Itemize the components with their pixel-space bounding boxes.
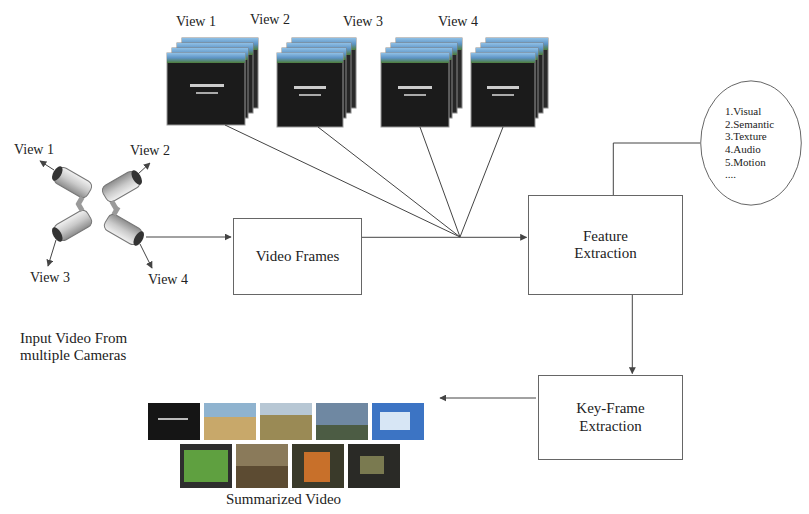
camera-cluster xyxy=(45,164,150,249)
output-caption: Summarized Video xyxy=(226,491,366,508)
frame-stack xyxy=(381,38,462,127)
node-content: Feature Extraction xyxy=(529,196,682,294)
box-label: Key-Frame Extraction xyxy=(561,400,660,435)
view-label: View 2 xyxy=(130,143,190,158)
feature-list-ellipse: 1.Visual2.Semantic3.Texture4.Audio5.Moti… xyxy=(700,80,802,206)
node-content: Video Frames xyxy=(234,219,361,294)
connector xyxy=(632,295,633,374)
summary-thumbnails xyxy=(148,403,424,488)
view-pointer xyxy=(40,161,152,268)
ellipse-shape xyxy=(701,81,802,205)
box-label: Video Frames xyxy=(256,248,340,265)
process-box: Video Frames xyxy=(233,218,362,295)
list-item: 2.Semantic xyxy=(725,118,777,131)
list-item: 4.Audio xyxy=(725,143,777,156)
node-content: Key-Frame Extraction xyxy=(539,376,682,459)
connector xyxy=(613,143,700,195)
view-label: View 3 xyxy=(30,270,90,285)
box-label: Feature Extraction xyxy=(553,228,658,263)
frame-stack xyxy=(471,38,548,127)
process-box: Feature Extraction xyxy=(528,195,683,295)
view-label: View 1 xyxy=(176,14,236,29)
output-arrow xyxy=(440,398,536,399)
list-item: 5.Motion xyxy=(725,156,777,169)
view-label: View 2 xyxy=(250,12,310,27)
input-caption: Input Video From multiple Cameras xyxy=(20,330,148,363)
process-box: Key-Frame Extraction xyxy=(538,375,683,460)
view-label: View 4 xyxy=(438,14,498,29)
list-item: 1.Visual xyxy=(725,105,777,118)
list-item: .... xyxy=(725,168,777,181)
node-content: 1.Visual2.Semantic3.Texture4.Audio5.Moti… xyxy=(700,80,802,206)
input-arrow xyxy=(146,237,231,238)
view-label: View 4 xyxy=(148,272,208,287)
frame-stack xyxy=(277,38,356,127)
list-item: 3.Texture xyxy=(725,130,777,143)
connector xyxy=(362,237,527,238)
view-label: View 3 xyxy=(343,14,403,29)
frame-stack xyxy=(167,38,258,125)
view-label: View 1 xyxy=(14,142,74,157)
